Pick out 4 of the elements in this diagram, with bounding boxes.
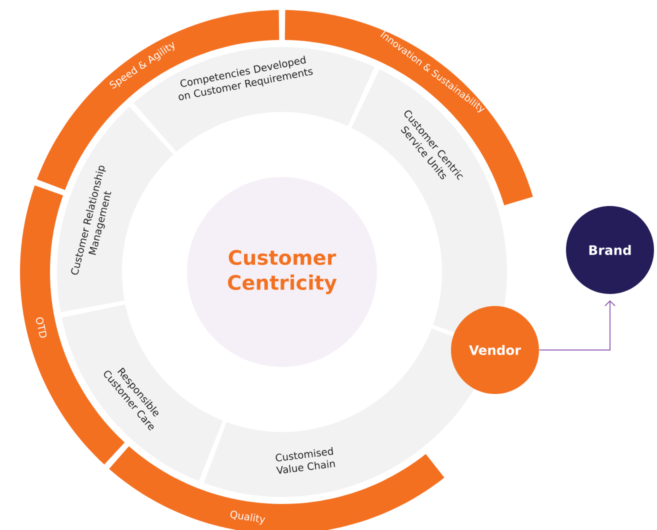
circle-node: Vendor — [451, 306, 539, 394]
arrow — [538, 300, 616, 350]
circle-node: Brand — [566, 206, 654, 294]
node-label: Customised Value Chain — [276, 447, 335, 474]
